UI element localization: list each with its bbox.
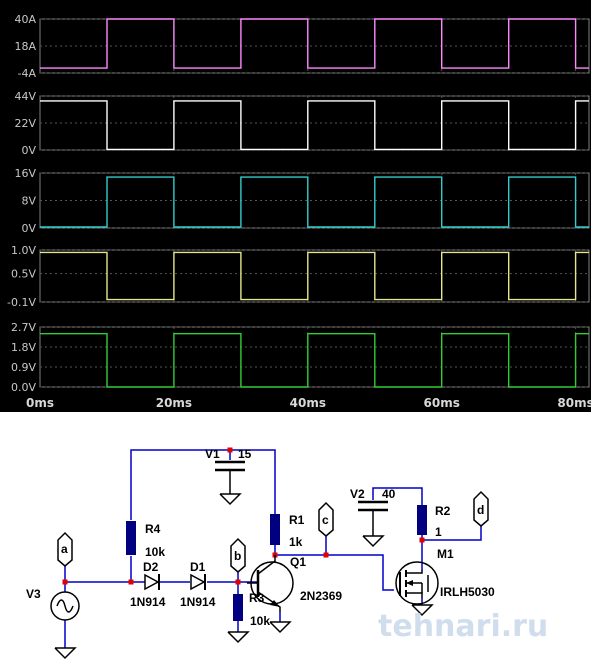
y-tick-label: 0.9V: [11, 361, 36, 374]
y-tick-label: 0V: [21, 144, 36, 157]
pane-2: 44V 22V 0V: [14, 90, 590, 157]
y-tick-label: 0V: [21, 222, 36, 235]
svg-text:d: d: [477, 503, 484, 517]
r4-resistor: R4 10k: [126, 521, 165, 559]
plot-panes: 40A 18A -4A 44V 22V 0V 16V 8V 0V 1.0V 0.5V -0.1V 2.7…: [7, 13, 590, 394]
net-flag-b: b: [230, 537, 246, 573]
waveform-trace: [40, 176, 589, 228]
r2-value: 1: [435, 525, 442, 539]
waveform-trace: [40, 251, 589, 301]
svg-text:a: a: [61, 542, 68, 556]
v1-battery: V1 15: [205, 447, 252, 506]
pane-frame: [39, 326, 590, 388]
r2-name: R2: [435, 504, 451, 518]
r2-resistor: R2 1: [417, 504, 451, 539]
y-tick-label: 1.0V: [11, 244, 36, 257]
pane-1: 40A 18A -4A: [14, 13, 590, 80]
net-flag-a: a: [57, 531, 73, 567]
y-tick-label: 2.7V: [11, 321, 36, 334]
r3-value: 10k: [250, 614, 270, 628]
circuit-schematic: V1 15 V2 40 R4 10k R1 1k R2 1 R3 10k D2: [0, 412, 591, 662]
v2-battery: V2 40: [350, 487, 396, 548]
y-tick-label: -4A: [18, 67, 37, 80]
y-tick-label: 0.5V: [11, 268, 36, 281]
x-tick-label: 80ms: [557, 396, 591, 410]
pane-3: 16V 8V 0V: [14, 167, 590, 235]
y-tick-label: 18A: [14, 40, 36, 53]
svg-text:b: b: [234, 549, 241, 563]
y-tick-label: 8V: [21, 195, 36, 208]
x-tick-label: 40ms: [290, 396, 326, 410]
ground-icon: [411, 604, 434, 617]
pane-5: 2.7V 1.8V 0.9V 0.0V: [11, 321, 590, 394]
v3-name: V3: [26, 587, 41, 601]
v2-name: V2: [350, 487, 365, 501]
d2-diode: D2 1N914: [130, 560, 166, 609]
pane-frame: [39, 249, 590, 303]
r4-name: R4: [145, 522, 161, 536]
v1-value: 15: [238, 447, 252, 461]
y-tick-label: 44V: [14, 90, 36, 103]
r4-value: 10k: [145, 545, 165, 559]
r1-resistor: R1 1k: [270, 513, 305, 549]
x-tick-label: 0ms: [26, 396, 54, 410]
net-flag-c: c: [318, 501, 334, 537]
m1-mosfet: M1 IRLH5030: [395, 547, 495, 605]
v1-name: V1: [205, 447, 220, 461]
y-tick-label: 40A: [14, 13, 36, 26]
time-axis: 0ms 20ms 40ms 60ms 80ms: [26, 396, 591, 410]
q1-name: Q1: [290, 555, 306, 569]
ground-icon: [227, 631, 250, 644]
y-tick-label: 1.8V: [11, 341, 36, 354]
ground-symbols: [54, 604, 434, 660]
y-tick-label: 22V: [14, 117, 36, 130]
d1-name: D1: [190, 560, 206, 574]
y-tick-label: 16V: [14, 167, 36, 180]
watermark-logo: tehnari.ru: [378, 609, 548, 644]
m1-part: IRLH5030: [440, 585, 495, 599]
ground-icon: [54, 647, 77, 660]
wires: [64, 449, 482, 648]
d2-name: D2: [143, 560, 159, 574]
pane-4: 1.0V 0.5V -0.1V: [7, 244, 590, 309]
d1-part: 1N914: [180, 595, 216, 609]
r1-name: R1: [289, 513, 305, 527]
waveform-trace: [40, 333, 589, 388]
ground-icon: [269, 621, 292, 634]
q1-part: 2N2369: [300, 589, 342, 603]
q1-transistor: Q1 2N2369: [247, 555, 342, 612]
m1-name: M1: [437, 547, 454, 561]
d2-part: 1N914: [130, 595, 166, 609]
x-tick-label: 60ms: [424, 396, 460, 410]
x-tick-label: 20ms: [156, 396, 192, 410]
net-flag-d: d: [473, 490, 489, 527]
d1-diode: D1 1N914: [180, 560, 216, 609]
waveform-trace: [40, 18, 589, 69]
v2-value: 40: [382, 487, 396, 501]
y-tick-label: -0.1V: [7, 296, 36, 309]
waveform-plot: 40A 18A -4A 44V 22V 0V 16V 8V 0V 1.0V 0.5V -0.1V 2.7…: [0, 0, 591, 412]
waveform-trace: [40, 100, 589, 151]
y-tick-label: 0.0V: [11, 381, 36, 394]
r1-value: 1k: [289, 535, 303, 549]
v3-source: V3: [26, 587, 80, 621]
svg-text:c: c: [322, 513, 329, 527]
